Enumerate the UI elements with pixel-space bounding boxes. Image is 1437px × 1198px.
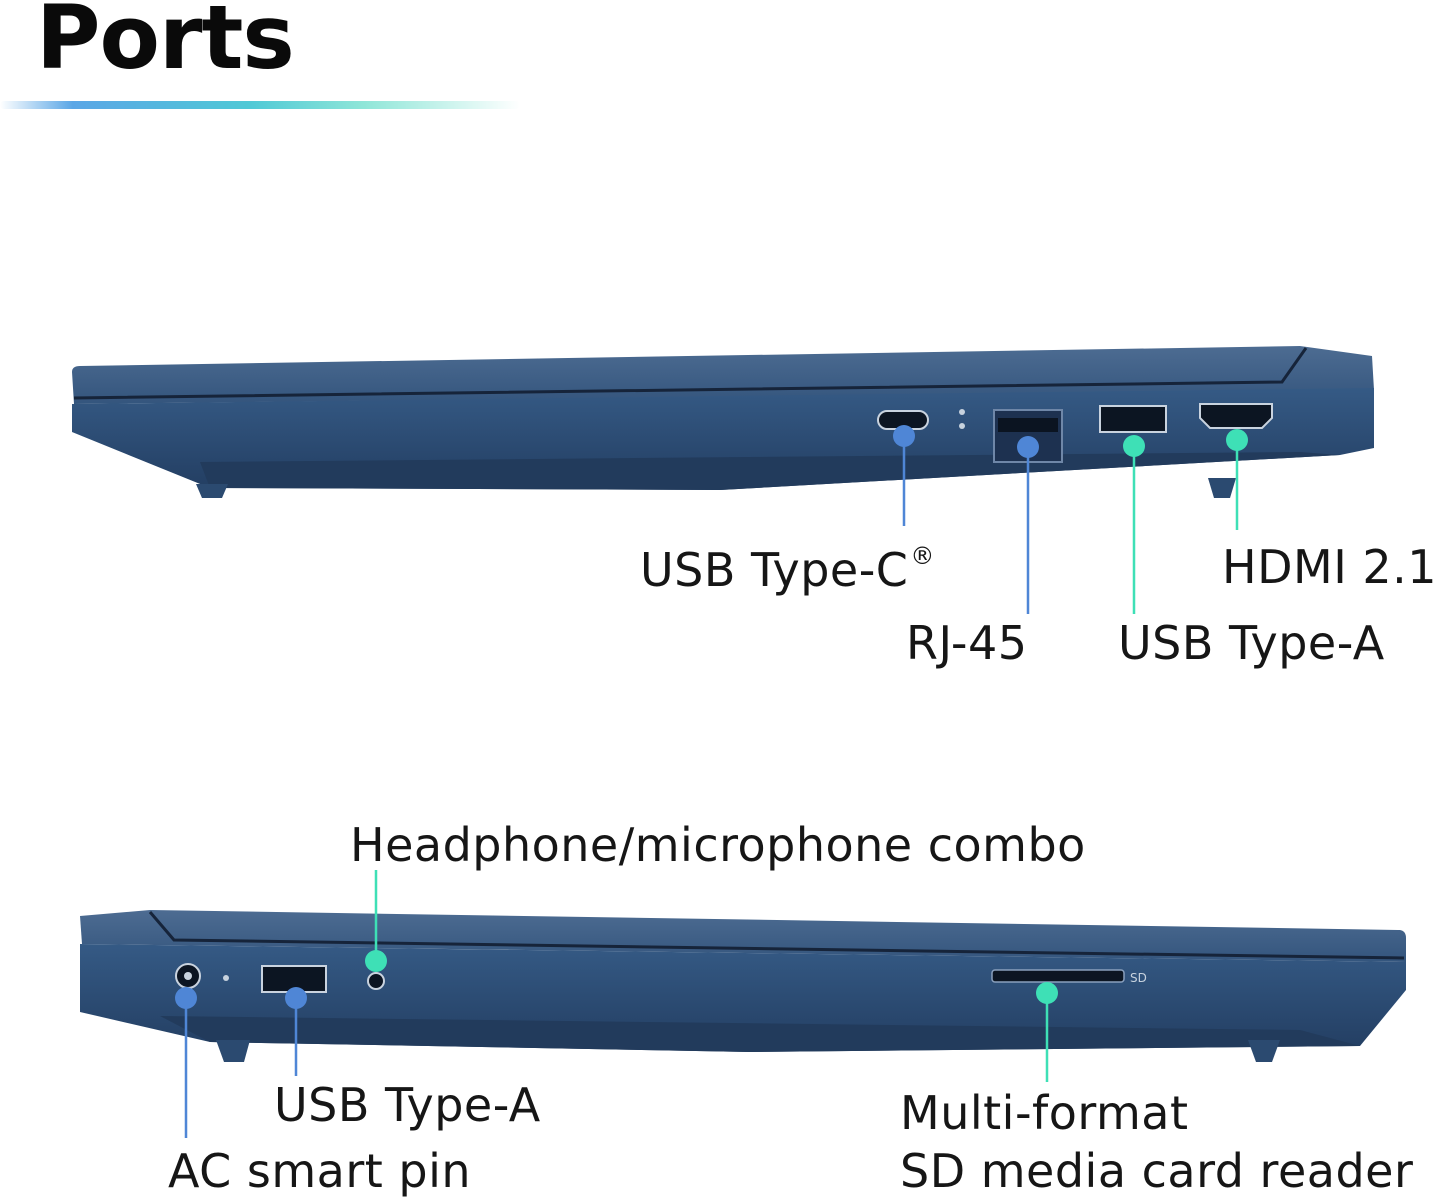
label-sd-reader-line2: SD media card reader xyxy=(900,1144,1414,1198)
rubber-foot xyxy=(196,484,228,498)
label-headphone-mic: Headphone/microphone combo xyxy=(350,818,1086,872)
usb-a-callout-dot xyxy=(1123,435,1145,457)
label-usb-type-c: USB Type-C® xyxy=(640,542,935,597)
label-ac-smart-pin: AC smart pin xyxy=(168,1144,472,1198)
rubber-foot xyxy=(1248,1040,1280,1062)
sd-slot-label: SD xyxy=(1130,971,1147,985)
laptop-right-side xyxy=(72,346,1374,614)
rubber-foot xyxy=(216,1040,250,1062)
usb-a-port-icon xyxy=(261,965,327,993)
usb-c-callout-dot xyxy=(893,425,915,447)
rj45-callout-dot xyxy=(1017,436,1039,458)
audio-callout-dot xyxy=(365,950,387,972)
ac-pin-callout-dot xyxy=(175,987,197,1009)
page-title: Ports xyxy=(36,0,295,89)
label-sd-reader-line1: Multi-format xyxy=(900,1086,1189,1140)
sd-slot-icon xyxy=(991,969,1125,983)
usb-a-port-icon xyxy=(1099,405,1167,433)
label-usb-type-a-left: USB Type-A xyxy=(274,1078,541,1132)
laptop-left-side: SD xyxy=(80,870,1406,1138)
label-usb-type-a-right: USB Type-A xyxy=(1118,616,1385,670)
title-underline xyxy=(0,101,520,109)
label-rj-45: RJ-45 xyxy=(906,616,1028,670)
label-hdmi: HDMI 2.1 xyxy=(1222,540,1437,594)
usb-a-left-callout-dot xyxy=(285,987,307,1009)
hdmi-callout-dot xyxy=(1226,429,1248,451)
hdmi-port-icon xyxy=(1199,403,1273,429)
rubber-foot xyxy=(1208,478,1236,498)
sd-callout-dot xyxy=(1036,982,1058,1004)
audio-jack-icon xyxy=(367,972,385,990)
